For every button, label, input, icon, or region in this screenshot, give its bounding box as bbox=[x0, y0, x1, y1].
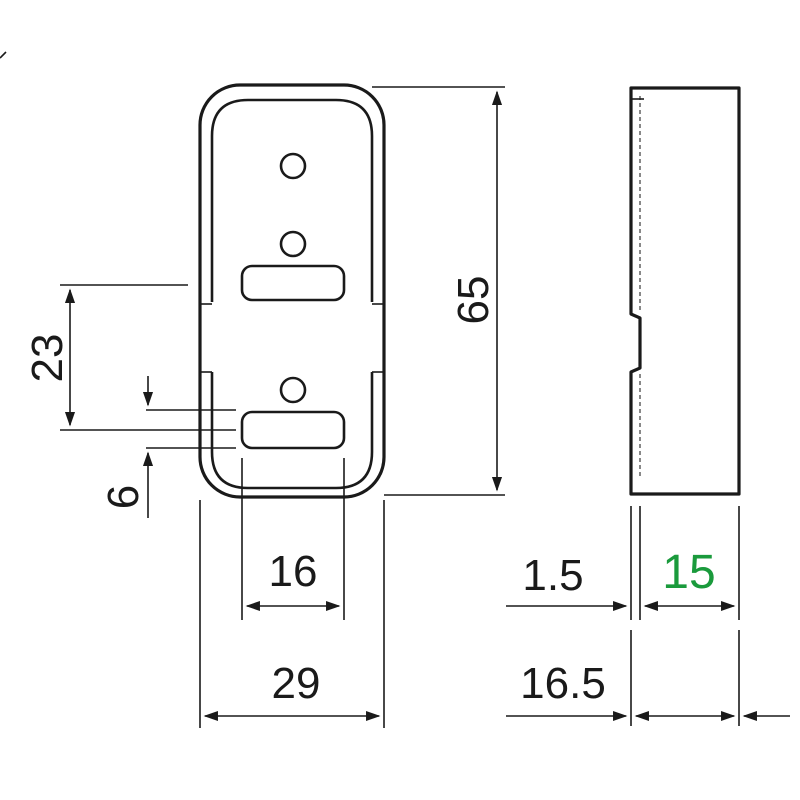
hole-lower bbox=[279, 376, 307, 404]
dim-label-16: 16 bbox=[269, 547, 318, 596]
dim-depth: 1.5 15 bbox=[506, 506, 740, 620]
edge-mark bbox=[0, 51, 7, 59]
dim-total-16-5: 16.5 bbox=[506, 630, 790, 726]
slot-lower bbox=[240, 410, 346, 450]
dim-label-15: 15 bbox=[662, 546, 715, 599]
slot-upper bbox=[240, 264, 346, 302]
hole-upper bbox=[279, 230, 307, 258]
dim-slot-6: 6 bbox=[99, 376, 236, 518]
dim-label-16-5: 16.5 bbox=[520, 659, 606, 708]
dim-label-29: 29 bbox=[272, 659, 321, 708]
dim-label-6: 6 bbox=[99, 485, 148, 509]
outer-outline bbox=[198, 83, 386, 499]
dim-label-23: 23 bbox=[23, 334, 72, 383]
inner-rim-bottom bbox=[210, 372, 374, 490]
dim-label-65: 65 bbox=[449, 276, 498, 325]
hole-top bbox=[279, 152, 307, 180]
front-view bbox=[198, 83, 386, 499]
dim-spacing-23: 23 bbox=[23, 284, 236, 431]
dim-height-65: 65 bbox=[372, 86, 505, 496]
side-outline bbox=[629, 86, 741, 496]
side-view bbox=[629, 86, 741, 496]
dim-width-29: 29 bbox=[199, 500, 385, 728]
dim-slot-width-16: 16 bbox=[241, 458, 345, 620]
inner-rim-top bbox=[210, 98, 374, 302]
dim-label-1-5: 1.5 bbox=[522, 551, 583, 600]
